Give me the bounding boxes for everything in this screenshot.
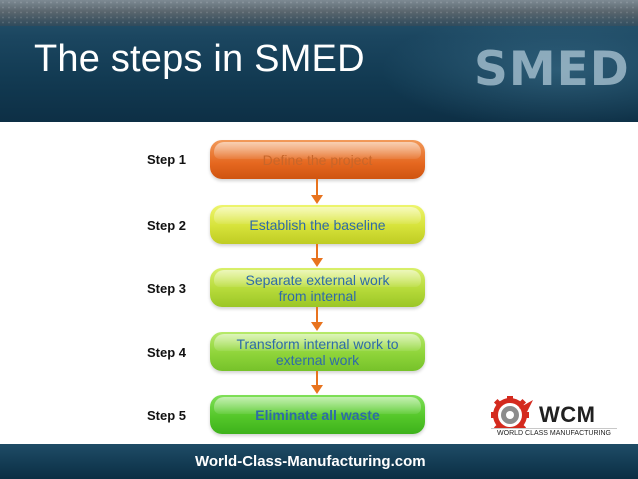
step-4-label: Step 4: [147, 345, 187, 360]
arrow-step-2-to-3: [311, 244, 323, 267]
title-banner: The steps in SMED SMED: [0, 0, 638, 122]
banner-glow: [380, 10, 638, 122]
step-5-text: Eliminate all waste: [255, 406, 380, 423]
wcm-logo-tagline: WORLD CLASS MANUFACTURING: [491, 428, 617, 438]
smed-watermark-logo: SMED: [474, 42, 630, 97]
banner-top-strip: [0, 0, 638, 26]
step-4-box: Transform internal work to external work: [210, 332, 425, 371]
step-1-label: Step 1: [147, 152, 187, 167]
wcm-logo: WCM WORLD CLASS MANUFACTURING: [489, 396, 621, 444]
wcm-logo-word: WCM: [539, 402, 596, 427]
arrow-step-1-to-2: [311, 179, 323, 204]
banner-texture: [0, 0, 638, 26]
step-1-box: Define the project: [210, 140, 425, 179]
page-title: The steps in SMED: [34, 38, 365, 80]
step-5-box: Eliminate all waste: [210, 395, 425, 434]
step-1-text: Define the project: [262, 151, 373, 168]
step-2-label: Step 2: [147, 218, 187, 233]
footer-bar: World-Class-Manufacturing.com: [0, 444, 638, 479]
step-2-box: Establish the baseline: [210, 205, 425, 244]
footer-website: World-Class-Manufacturing.com: [195, 453, 426, 470]
step-3-text: Separate external work from internal: [245, 271, 390, 304]
gear-icon: [491, 396, 533, 434]
step-3-label: Step 3: [147, 281, 187, 296]
arrow-step-4-to-5: [311, 371, 323, 394]
arrow-step-3-to-4: [311, 307, 323, 331]
step-2-text: Establish the baseline: [249, 216, 386, 233]
step-3-box: Separate external work from internal: [210, 268, 425, 307]
step-4-text: Transform internal work to external work: [236, 335, 399, 368]
step-5-label: Step 5: [147, 408, 187, 423]
